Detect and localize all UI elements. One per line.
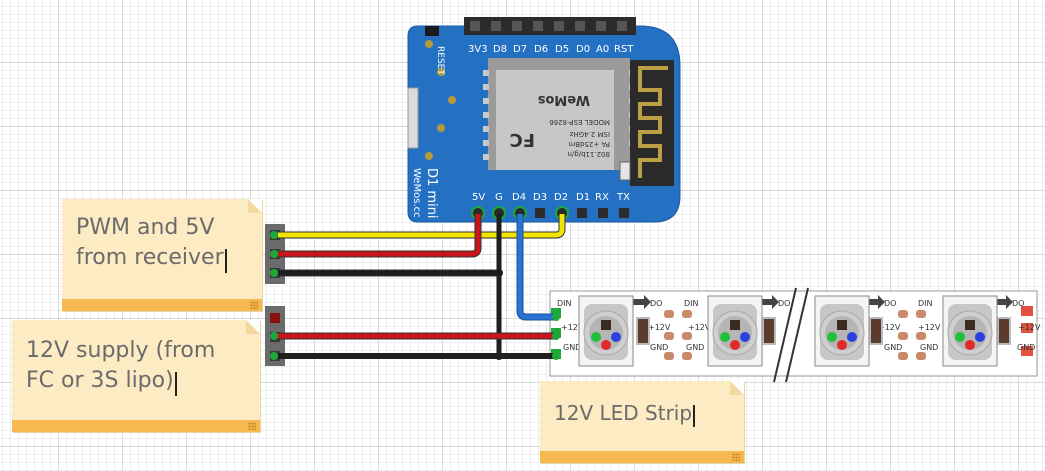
note-supply-text: 12V supply (from FC or 3S lipo): [26, 338, 216, 393]
board-name: D1 mini: [424, 168, 439, 219]
wire-end-markers: [270, 231, 560, 360]
note-strip-text: 12V LED Strip: [554, 401, 693, 425]
svg-text:DIN: DIN: [918, 299, 933, 308]
svg-text:5V: 5V: [472, 192, 485, 203]
svg-text:GND: GND: [1017, 343, 1035, 352]
rgb-led: [814, 295, 870, 367]
top-pin-labels: 3V3 D8 D7 D6 D5 D0 A0 RST: [468, 44, 634, 55]
svg-text:DO: DO: [1012, 299, 1024, 308]
svg-text:RX: RX: [595, 192, 609, 203]
reset-label: RESET: [435, 46, 445, 75]
strip-output-pads: [1021, 306, 1033, 356]
svg-text:+12V: +12V: [1018, 323, 1041, 332]
svg-text:3V3: 3V3: [468, 44, 488, 55]
rgb-led: [578, 295, 634, 367]
rgb-led: [707, 295, 763, 367]
rgb-led: [942, 295, 998, 367]
svg-text:D1: D1: [576, 192, 590, 203]
top-header: [464, 17, 636, 35]
d1-mini-board[interactable]: RESET D1 mini WeMos.cc 802.11b/g/n PA +2…: [407, 17, 681, 223]
note-strip[interactable]: 12V LED Strip: [540, 381, 744, 463]
junction-dot: [495, 269, 503, 277]
wire-yellow: [278, 214, 565, 238]
svg-text:GND: GND: [920, 343, 938, 352]
wire-red-5v: [278, 214, 481, 257]
board-url: WeMos.cc: [411, 168, 422, 218]
note-receiver[interactable]: PWM and 5V from receiver: [62, 199, 262, 311]
reset-button[interactable]: [425, 26, 439, 36]
text-caret: [693, 405, 696, 427]
svg-text:DO: DO: [650, 299, 662, 308]
svg-text:GND: GND: [686, 343, 704, 352]
strip-break-mark: [773, 287, 797, 383]
svg-text:GND: GND: [650, 343, 668, 352]
svg-text:D0: D0: [576, 44, 590, 55]
note-supply[interactable]: 12V supply (from FC or 3S lipo): [12, 320, 260, 432]
svg-text:D8: D8: [493, 44, 507, 55]
svg-text:+12V: +12V: [648, 323, 671, 332]
board-holes: [425, 40, 456, 160]
strip-labels: DIN +12V GND DO +12V GND DIN +12V GND DO…: [557, 299, 1041, 352]
svg-text:A0: A0: [596, 44, 609, 55]
svg-text:DO: DO: [884, 299, 896, 308]
wires: [270, 214, 566, 360]
bottom-pin-labels: 5V G D4 D3 D2 D1 RX TX: [472, 192, 630, 203]
svg-text:DIN: DIN: [684, 299, 699, 308]
note-receiver-text: PWM and 5V from receiver: [76, 215, 224, 270]
svg-text:D5: D5: [555, 44, 569, 55]
svg-text:+12V: +12V: [878, 323, 901, 332]
note-fold: [248, 199, 262, 213]
wire-blue-data: [517, 214, 556, 320]
resize-handle[interactable]: [250, 301, 258, 309]
strip-direction-arrows: [632, 295, 1013, 309]
svg-text:+12V: +12V: [561, 323, 584, 332]
svg-text:G: G: [495, 192, 503, 203]
svg-text:D6: D6: [534, 44, 548, 55]
svg-text:D4: D4: [512, 192, 526, 203]
note-fold: [730, 381, 744, 395]
svg-text:+12V: +12V: [918, 323, 941, 332]
strip-break-mark: [785, 287, 809, 383]
svg-text:DIN: DIN: [557, 299, 572, 308]
svg-text:D3: D3: [533, 192, 547, 203]
svg-text:FC: FC: [509, 129, 535, 150]
strip-solder-pads: [664, 310, 926, 360]
rgb-leds: [578, 295, 998, 367]
svg-text:ISM 2.4GHz: ISM 2.4GHz: [569, 130, 610, 138]
svg-text:D7: D7: [513, 44, 527, 55]
top-header-pins: [470, 21, 627, 31]
note-bar: [12, 420, 260, 432]
svg-text:RST: RST: [614, 44, 634, 55]
note-fold: [246, 320, 260, 334]
status-led: [619, 161, 631, 181]
svg-text:GND: GND: [884, 343, 902, 352]
svg-text:DO: DO: [778, 299, 790, 308]
svg-text:MODEL ESP-8266: MODEL ESP-8266: [549, 118, 610, 126]
svg-text:TX: TX: [616, 192, 630, 203]
resize-handle[interactable]: [732, 453, 740, 461]
chip-markings: 802.11b/g/n PA +25dBm ISM 2.4GHz FC MODE…: [509, 92, 610, 158]
antenna-area: [630, 60, 674, 186]
junction-dot: [495, 352, 503, 360]
strip-resistors: [636, 317, 1011, 345]
svg-text:GND: GND: [563, 343, 581, 352]
esp-shield: [496, 70, 614, 170]
usb-connector[interactable]: [407, 87, 419, 149]
note-bar: [62, 299, 262, 311]
svg-text:PA +25dBm: PA +25dBm: [568, 140, 610, 148]
text-caret: [224, 249, 227, 273]
antenna-trace: [638, 66, 668, 178]
svg-text:D2: D2: [554, 192, 568, 203]
text-caret: [174, 372, 177, 396]
svg-text:WeMos: WeMos: [537, 92, 590, 107]
svg-text:802.11b/g/n: 802.11b/g/n: [567, 150, 610, 158]
resize-handle[interactable]: [248, 422, 256, 430]
note-bar: [540, 451, 744, 463]
svg-text:+12V: +12V: [688, 323, 711, 332]
